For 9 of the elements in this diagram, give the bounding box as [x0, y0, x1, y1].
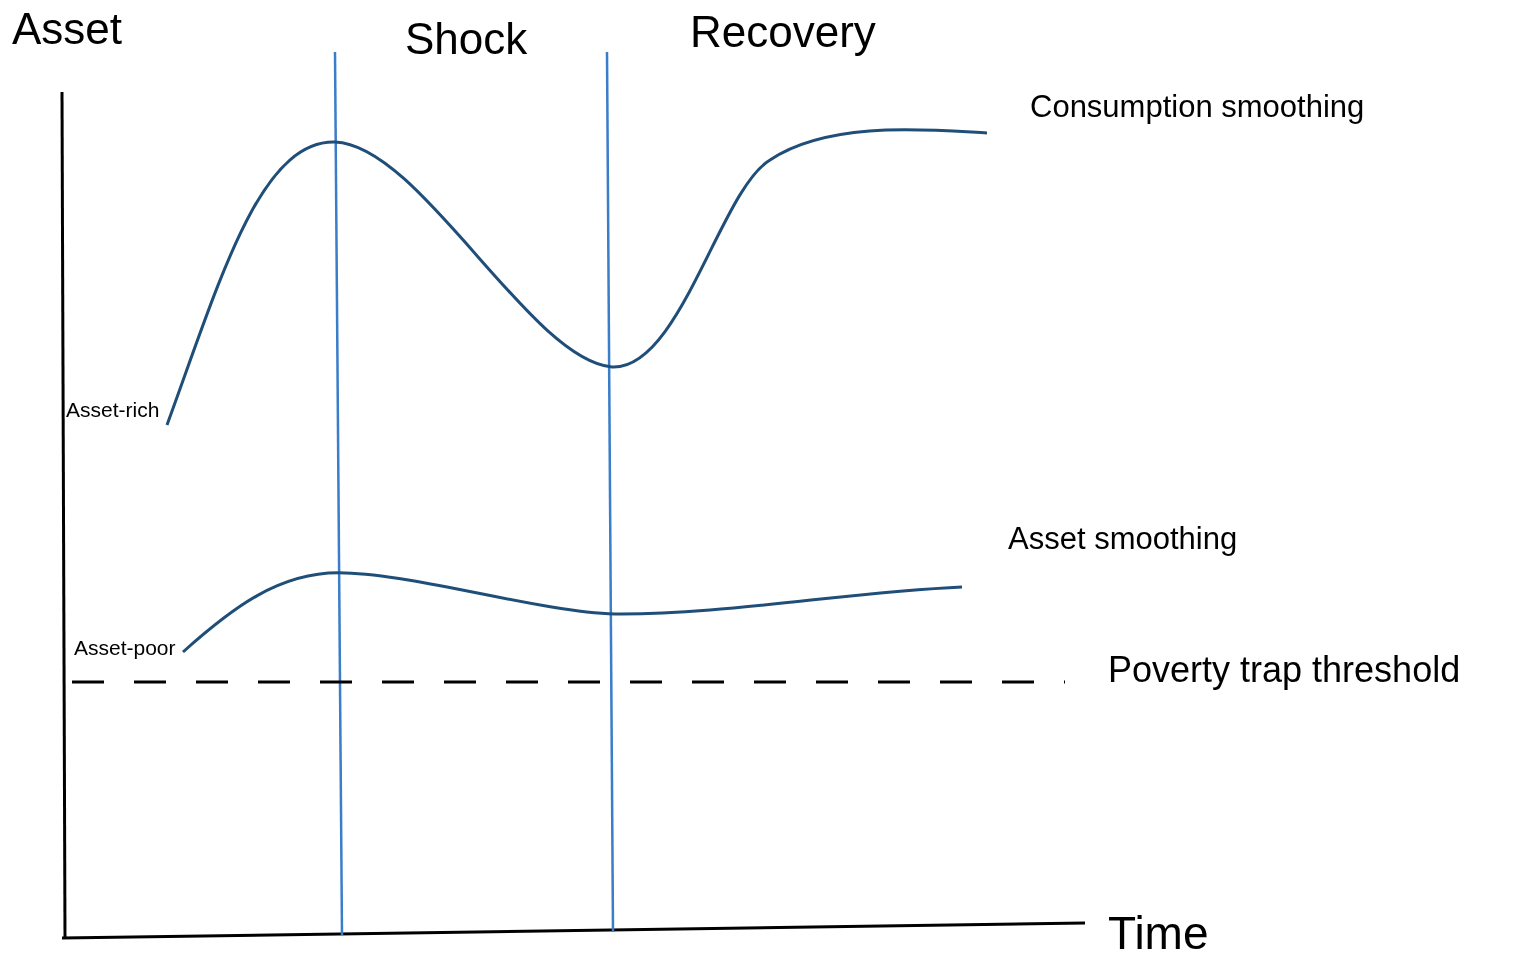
curve-label: Asset smoothing — [1008, 522, 1238, 557]
phase-label: Recovery — [690, 8, 876, 57]
phase-label: Shock — [405, 15, 528, 64]
y-axis-label: Asset — [12, 5, 123, 54]
x-axis-label: Time — [1108, 908, 1209, 959]
curve-label: Asset-rich — [66, 398, 160, 422]
threshold-label: Poverty trap threshold — [1108, 650, 1461, 690]
curve-label: Consumption smoothing — [1030, 90, 1365, 125]
curve-label: Asset-poor — [74, 636, 176, 660]
